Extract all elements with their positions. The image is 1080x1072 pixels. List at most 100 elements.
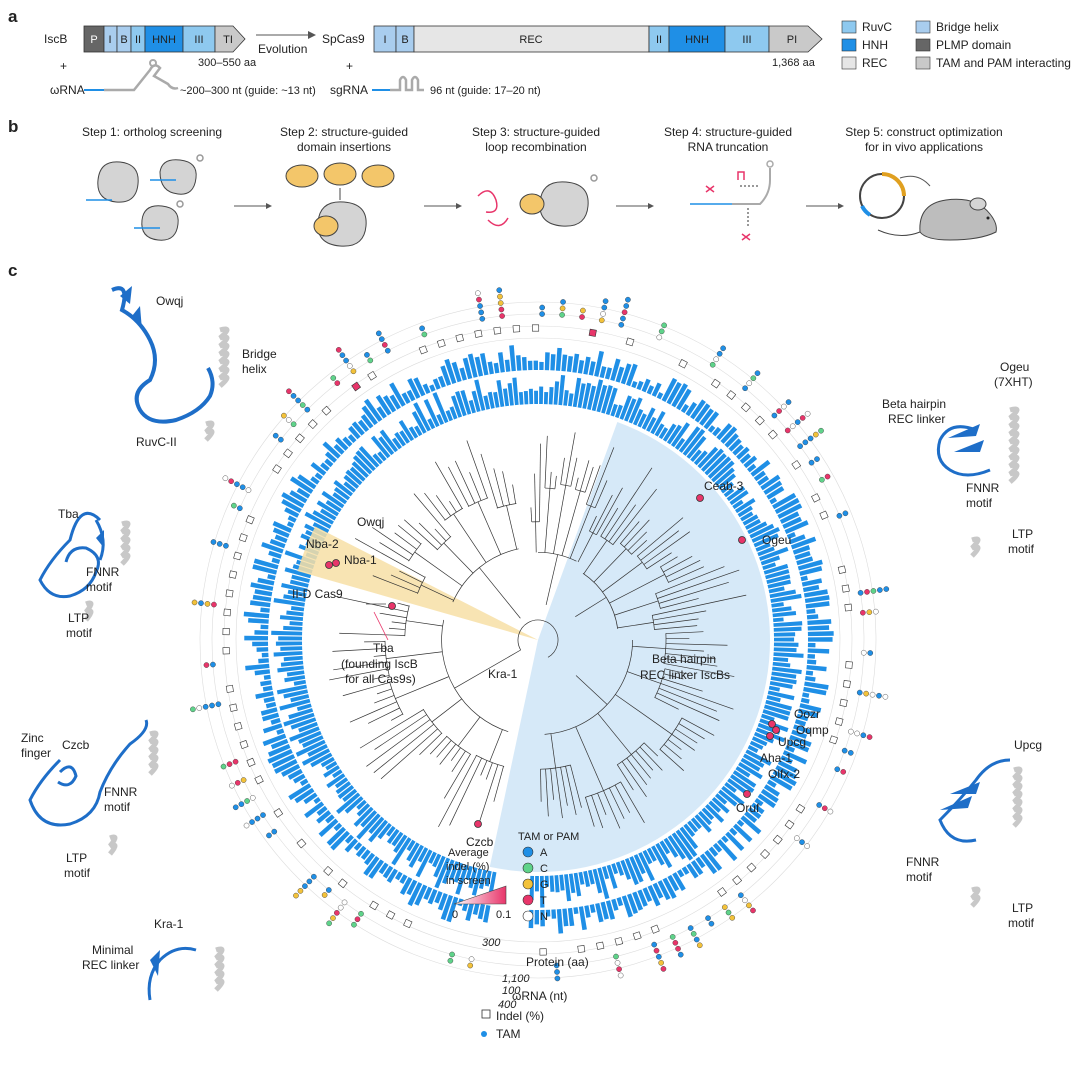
rna-bar-156 [599, 366, 607, 379]
tip-oqmp [772, 726, 780, 734]
tree-branch [539, 443, 541, 522]
rna-bar-80 [252, 564, 278, 575]
step3-title-line2: loop recombination [485, 140, 586, 154]
tip-nba1 [332, 559, 340, 567]
tam-dot-253-0 [794, 835, 800, 841]
tree-branch [660, 683, 734, 710]
tree-branch [612, 488, 657, 545]
rna-bar-124 [422, 383, 431, 395]
protein-bar-234 [765, 699, 793, 711]
tree-branch [596, 487, 623, 535]
tam-dot-58-0 [215, 701, 222, 708]
tree-branch [667, 739, 682, 750]
rna-bar-86 [274, 534, 288, 544]
protein-bar-205 [760, 555, 781, 566]
tree-arc [659, 566, 669, 583]
protein-bar-190 [726, 485, 746, 502]
tree-branch [614, 784, 631, 813]
rna-bar-114 [363, 398, 383, 422]
tree-branch [413, 493, 451, 538]
protein-bar-46 [295, 739, 326, 757]
protein-bar-177 [682, 428, 706, 456]
protein-bar-136 [493, 391, 500, 408]
tam-dot-286-3 [617, 972, 624, 979]
tree-branch [617, 764, 634, 791]
tam-dot-43-3 [232, 804, 239, 811]
tree-label-ogeu: Ogeu [762, 533, 791, 547]
structure-bridge-label2: helix [242, 362, 267, 376]
rna-bar-177 [703, 411, 720, 430]
protein-bar-194 [737, 505, 753, 518]
spcas9-seg-i: I [383, 34, 386, 46]
protein-bar-144 [534, 390, 538, 405]
tam-dot-139-1 [498, 306, 505, 313]
tree-branch [665, 643, 728, 646]
rna-bar-76 [254, 589, 273, 597]
tree-branch [545, 768, 549, 817]
tam-dot-178-3 [754, 370, 761, 376]
rna-bar-178 [707, 425, 716, 433]
rna-bar-23 [364, 852, 376, 866]
rna-bar-238 [791, 729, 808, 739]
tree-branch [454, 649, 521, 689]
tam-dot-19-2 [351, 921, 357, 928]
rna-bar-260 [725, 831, 745, 852]
tam-dot-115-2 [343, 357, 349, 364]
protein-bar-109 [372, 453, 383, 465]
tam-dot-229-0 [856, 689, 863, 696]
rna-bar-227 [805, 670, 814, 676]
protein-bar-17 [406, 842, 420, 862]
protein-bar-40 [323, 765, 340, 778]
structure-czcb: Czcb Zinc finger FNNR motif LTP motif [21, 719, 159, 880]
protein-bar-291 [568, 873, 576, 894]
rna-bar-242 [782, 750, 808, 765]
indel-square-264 [732, 875, 743, 886]
tree-branch [589, 515, 597, 532]
protein-bar-178 [686, 435, 707, 459]
indel-square-141 [512, 325, 521, 333]
tam-dot-28-3 [297, 888, 304, 894]
protein-bar-146 [543, 391, 549, 405]
protein-bar-48 [298, 730, 322, 744]
tree-branch [404, 519, 438, 550]
structure-upcg-fnnr2: motif [906, 870, 933, 884]
tree-branch [553, 485, 567, 554]
protein-bar-61 [286, 670, 305, 677]
rna-bar-235 [796, 713, 809, 722]
rna-bar-295 [551, 909, 557, 919]
tam-dot-268-0 [721, 904, 728, 910]
indel-square-105 [307, 419, 318, 430]
tip-upcg [766, 732, 774, 740]
protein-bar-3 [471, 868, 483, 896]
structure-tba-ltp2: motif [66, 626, 93, 640]
tam-dot-25-0 [326, 887, 332, 893]
tree-branch [597, 792, 607, 815]
structure-upcg-ltp2: motif [1008, 916, 1035, 930]
tree-branch [655, 566, 725, 594]
rna-bar-104 [322, 441, 341, 459]
protein-bar-221 [773, 637, 795, 642]
rna-bar-55 [260, 707, 278, 716]
protein-bar-214 [771, 602, 784, 608]
tree-label-oqmp: Oqmp [796, 723, 829, 737]
rna-bar-54 [262, 712, 280, 722]
rna-bar-163 [636, 380, 644, 391]
rna-bar-217 [806, 614, 819, 620]
structure-zinc-label2: finger [21, 746, 51, 760]
tam-dot-58-4 [190, 706, 196, 713]
tree-branch [584, 466, 594, 493]
panel-a: a IscB P I B II HNH III TI 300–550 aa Ev… [8, 7, 1071, 97]
tree-branch [570, 457, 578, 487]
iscb-length: 300–550 aa [198, 57, 257, 69]
rna-bar-294 [556, 909, 564, 934]
tree-branch [397, 524, 422, 545]
rna-bar-195 [769, 497, 778, 505]
tree-arc [540, 764, 571, 770]
tam-dot-43-1 [244, 798, 250, 804]
rna-bar-245 [775, 765, 797, 780]
tam-dot-106-0 [304, 406, 311, 413]
rna-bar-253 [751, 802, 765, 815]
protein-bar-168 [646, 416, 657, 432]
spcas9-domain-rec [413, 25, 650, 53]
protein-bar-141 [518, 391, 524, 405]
